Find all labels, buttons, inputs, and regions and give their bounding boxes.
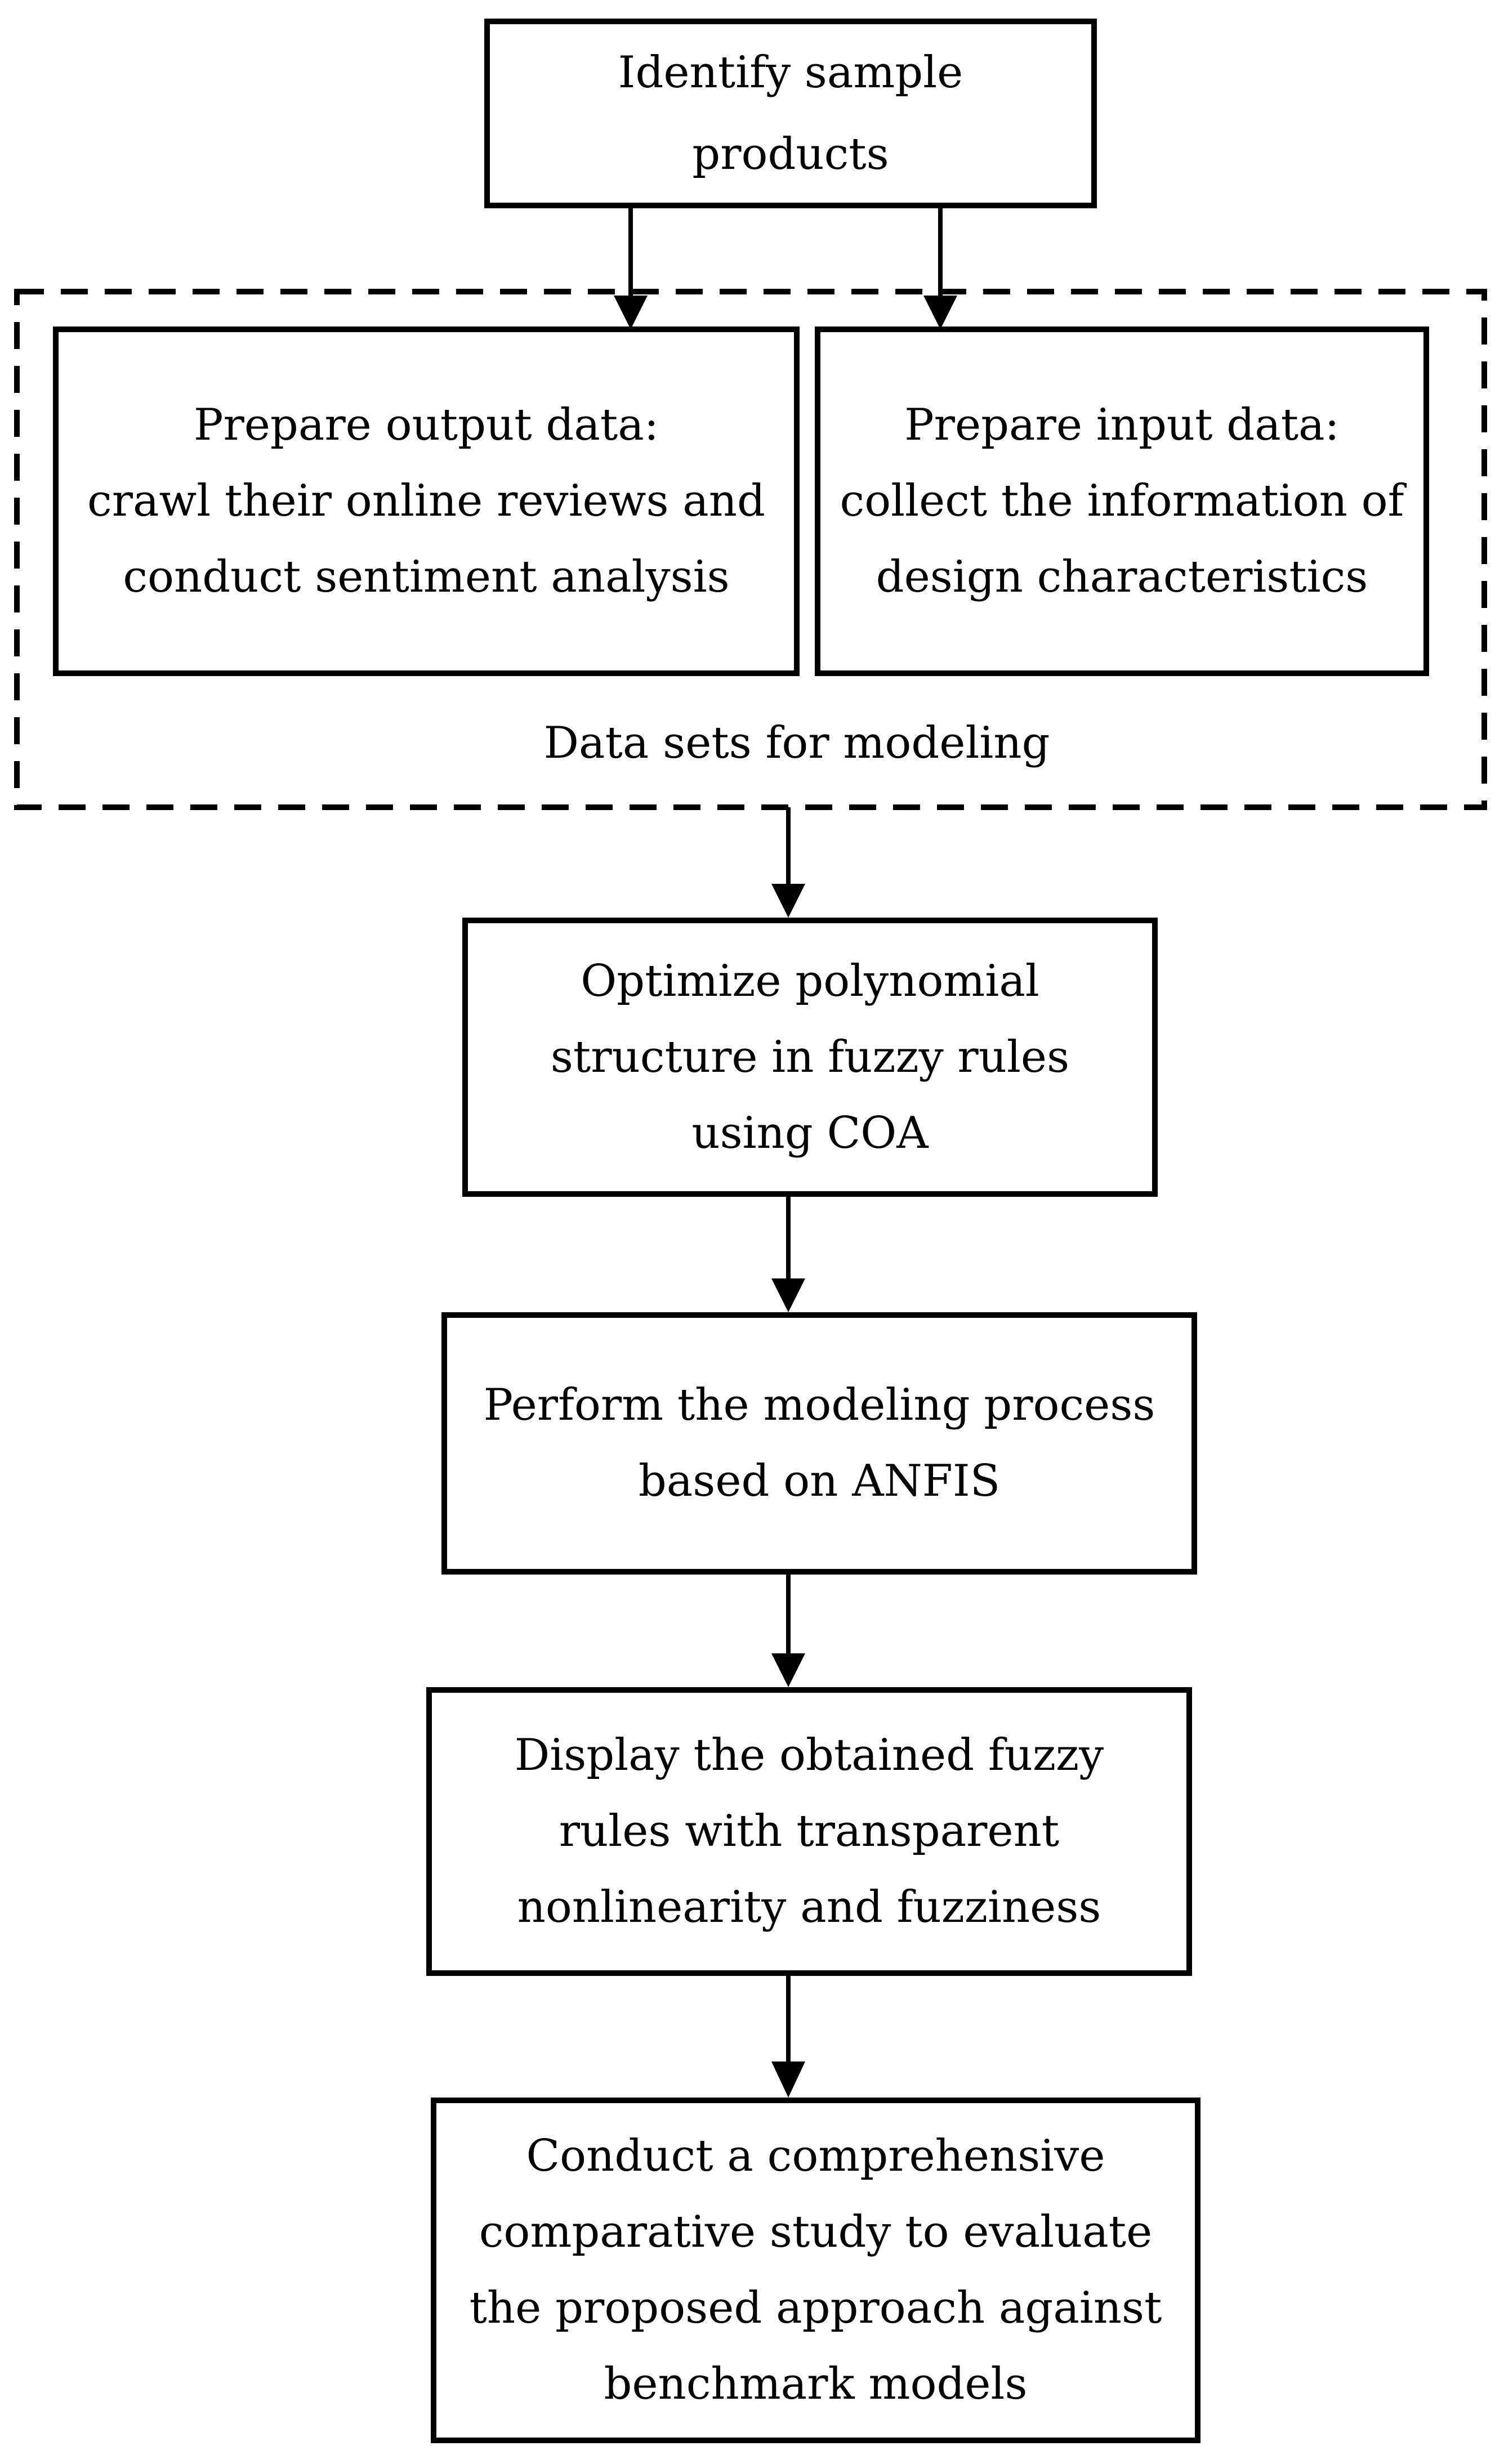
arrow-anfis-to-display <box>771 1572 805 1687</box>
arrow-identify-to-input <box>923 205 957 329</box>
node-display-fuzzy-rules: Display the obtained fuzzy rules with tr… <box>426 1687 1192 1976</box>
arrow-datasets-to-optimize <box>771 807 805 918</box>
node-prepare-output-data: Prepare output data: crawl their online … <box>53 327 800 676</box>
arrowhead-icon <box>614 296 648 329</box>
datasets-group-border <box>14 289 1487 810</box>
arrow-display-to-conduct <box>771 1973 805 2098</box>
node-label: Identify sample products <box>618 47 963 180</box>
arrowhead-icon <box>771 2061 805 2098</box>
node-label: Conduct a comprehensive comparative stud… <box>469 2131 1162 2409</box>
node-comparative-study: Conduct a comprehensive comparative stud… <box>431 2098 1200 2443</box>
node-label: Prepare output data: crawl their online … <box>87 400 765 602</box>
arrowhead-icon <box>771 1278 805 1312</box>
node-label: Display the obtained fuzzy rules with tr… <box>514 1730 1104 1933</box>
arrowhead-icon <box>771 1653 805 1687</box>
node-label: Optimize polynomial structure in fuzzy r… <box>550 955 1070 1159</box>
arrow-identify-to-output <box>614 205 648 329</box>
arrowhead-icon <box>771 884 805 918</box>
arrow-optimize-to-anfis <box>771 1194 805 1312</box>
datasets-group-label: Data sets for modeling <box>543 718 1050 768</box>
node-identify-sample-products: Identify sample products <box>484 19 1097 208</box>
node-label: Prepare input data: collect the informat… <box>840 400 1404 602</box>
node-optimize-polynomial-coa: Optimize polynomial structure in fuzzy r… <box>462 918 1158 1197</box>
node-anfis-modeling: Perform the modeling process based on AN… <box>441 1312 1197 1575</box>
node-label: Perform the modeling process based on AN… <box>483 1380 1155 1506</box>
arrowhead-icon <box>923 296 957 329</box>
node-prepare-input-data: Prepare input data: collect the informat… <box>815 327 1429 676</box>
